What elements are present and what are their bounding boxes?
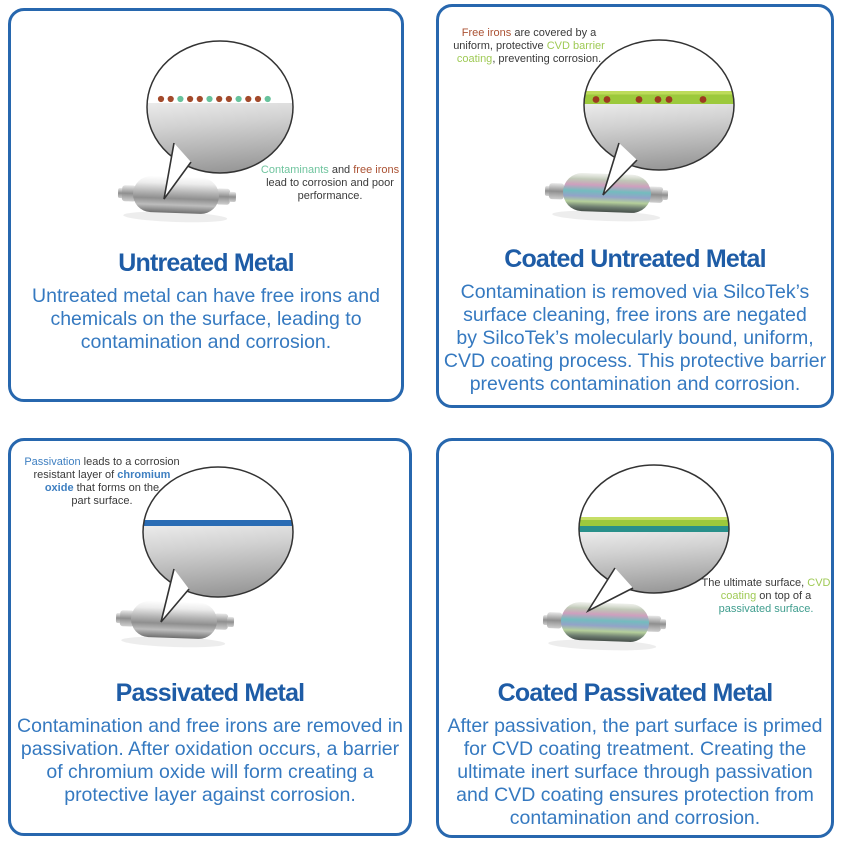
passivated-text-block: Passivated Metal Contamination and free … [11, 678, 409, 807]
caption-keyword: CVD barrier coating [456, 39, 605, 65]
caption-text: on top of a [759, 589, 812, 602]
caption-keyword: CVD coating [720, 577, 831, 602]
caption-text: are covered by a uniform, protective [453, 27, 597, 52]
bubble-tail [160, 568, 190, 623]
metal-surface [143, 526, 293, 597]
sample-cylinder [117, 176, 237, 223]
untreated-caption: Contaminants and free irons lead to corr… [249, 164, 401, 203]
contaminant-dots [157, 95, 271, 103]
caption-keyword: passivated surface. [718, 602, 814, 615]
bubble-tail [602, 142, 638, 196]
coated-untreated-illustration [544, 39, 735, 222]
panel-coated-passivated-metal: The ultimate surface, CVD coating on top… [436, 438, 834, 838]
panel-passivated-metal: Passivation leads to a corrosion resista… [8, 438, 412, 836]
caption-text: and [328, 164, 354, 176]
panel-description: Untreated metal can have free irons and … [32, 285, 380, 353]
panel-untreated-metal: Contaminants and free irons lead to corr… [8, 8, 404, 402]
bubble-tail [585, 567, 634, 614]
coated-passivated-illustration [542, 464, 730, 651]
coated-untreated-text-block: Coated Untreated Metal Contamination is … [439, 244, 831, 396]
bubble-tail [163, 142, 192, 200]
trapped-iron-dots [592, 96, 707, 103]
caption-text: that forms on the part surface. [71, 481, 160, 507]
panel-coated-untreated-metal: Free irons are covered by a uniform, pro… [436, 4, 834, 408]
caption-keyword: Passivation [24, 456, 81, 468]
coated-sample-cylinder [544, 173, 669, 222]
metal-surface [584, 104, 734, 170]
passivated-layer [579, 526, 729, 532]
sample-cylinder [115, 601, 235, 648]
coated-untreated-caption: Free irons are covered by a uniform, pro… [441, 27, 617, 66]
caption-text: lead to corrosion and poor performance. [266, 176, 394, 202]
panel-title: Untreated Metal [118, 249, 294, 277]
untreated-metal-illustration [117, 40, 294, 223]
cvd-coating-layer [579, 520, 729, 526]
caption-keyword: chromium oxide [44, 468, 171, 494]
coated-passivated-text-block: Coated Passivated Metal After passivatio… [439, 678, 831, 830]
caption-keyword: free irons [353, 164, 400, 176]
passivated-caption: Passivation leads to a corrosion resista… [15, 456, 189, 508]
panel-description: After passivation, the part surface is p… [447, 715, 823, 829]
caption-text: leads to a corrosion resistant layer of [33, 456, 180, 481]
caption-text: , preventing corrosion. [492, 52, 602, 65]
panel-description: Contamination is removed via SilcoTek’s … [443, 281, 827, 395]
coated-passivated-caption: The ultimate surface, CVD coating on top… [697, 577, 831, 616]
caption-keyword: Contaminants [260, 164, 329, 176]
caption-text: The ultimate surface, [701, 577, 808, 589]
panel-title: Passivated Metal [115, 679, 306, 707]
passivated-illustration [115, 466, 294, 648]
panel-description: Contamination and free irons are removed… [17, 715, 403, 806]
coated-sample-cylinder [542, 602, 667, 651]
magnifier-bubble [583, 39, 735, 171]
panel-title: Coated Passivated Metal [497, 679, 774, 707]
panel-title: Coated Untreated Metal [504, 245, 766, 273]
magnifier-bubble [146, 40, 294, 174]
untreated-text-block: Untreated Metal Untreated metal can have… [11, 248, 401, 354]
chromium-oxide-layer [143, 520, 293, 526]
caption-keyword: Free irons [461, 27, 512, 39]
